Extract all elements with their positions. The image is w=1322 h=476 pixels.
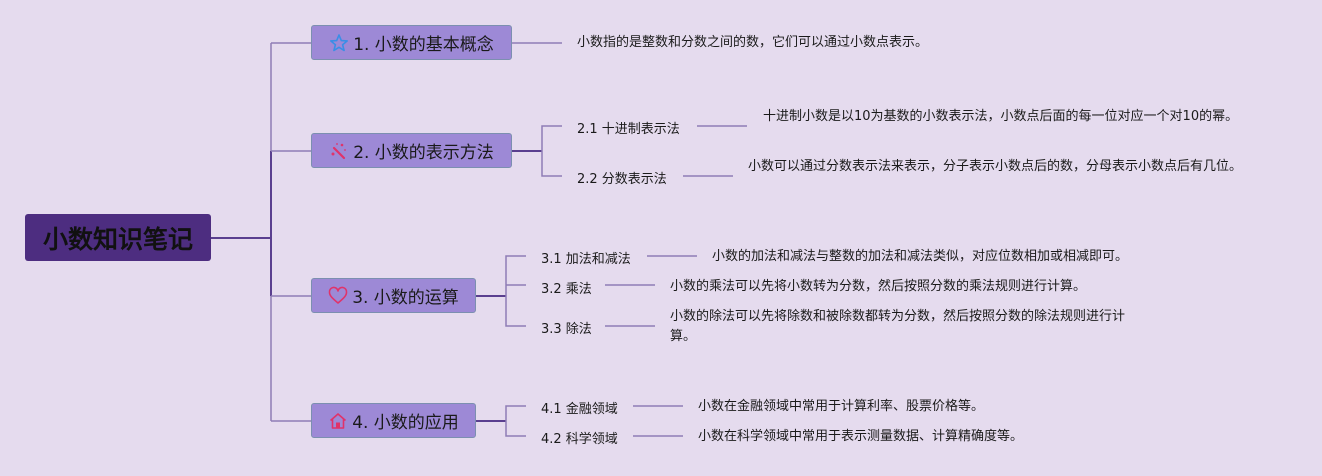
branch-node-representation[interactable]: 2. 小数的表示方法: [311, 133, 512, 168]
sub-node-description: 小数在科学领域中常用于表示测量数据、计算精确度等。: [698, 429, 1024, 444]
heart-icon: [328, 286, 348, 306]
sub-node[interactable]: 4.1 金融领域: [541, 402, 618, 417]
magic-wand-icon: [329, 141, 349, 161]
branch-label: 4. 小数的应用: [352, 413, 459, 433]
star-icon: [329, 33, 349, 53]
sub-node[interactable]: 3.1 加法和减法: [541, 252, 631, 267]
sub-node-description: 小数可以通过分数表示法来表示，分子表示小数点后的数，分母表示小数点后有几位。: [748, 159, 1243, 174]
branch-description: 小数指的是整数和分数之间的数，它们可以通过小数点表示。: [577, 35, 929, 50]
branch-node-operations[interactable]: 3. 小数的运算: [311, 278, 476, 313]
sub-node[interactable]: 4.2 科学领域: [541, 432, 618, 447]
sub-node-description: 小数在金融领域中常用于计算利率、股票价格等。: [698, 399, 985, 414]
branch-label: 1. 小数的基本概念: [353, 35, 494, 55]
sub-node-description: 小数的乘法可以先将小数转为分数，然后按照分数的乘法规则进行计算。: [670, 279, 1087, 294]
sub-node-description: 十进制小数是以10为基数的小数表示法，小数点后面的每一位对应一个对10的幂。: [763, 109, 1239, 124]
sub-node-description: 小数的除法可以先将除数和被除数都转为分数，然后按照分数的除法规则进行计算。: [670, 309, 1126, 344]
sub-node[interactable]: 3.3 除法: [541, 322, 592, 337]
branch-node-basic-concept[interactable]: 1. 小数的基本概念: [311, 25, 512, 60]
root-node[interactable]: 小数知识笔记: [25, 214, 211, 261]
sub-node[interactable]: 2.1 十进制表示法: [577, 122, 680, 137]
branch-label: 2. 小数的表示方法: [353, 143, 494, 163]
branch-node-applications[interactable]: 4. 小数的应用: [311, 403, 476, 438]
sub-node[interactable]: 3.2 乘法: [541, 282, 592, 297]
home-icon: [328, 411, 348, 431]
branch-label: 3. 小数的运算: [352, 288, 459, 308]
sub-node-description: 小数的加法和减法与整数的加法和减法类似，对应位数相加或相减即可。: [712, 249, 1129, 264]
sub-node[interactable]: 2.2 分数表示法: [577, 172, 667, 187]
